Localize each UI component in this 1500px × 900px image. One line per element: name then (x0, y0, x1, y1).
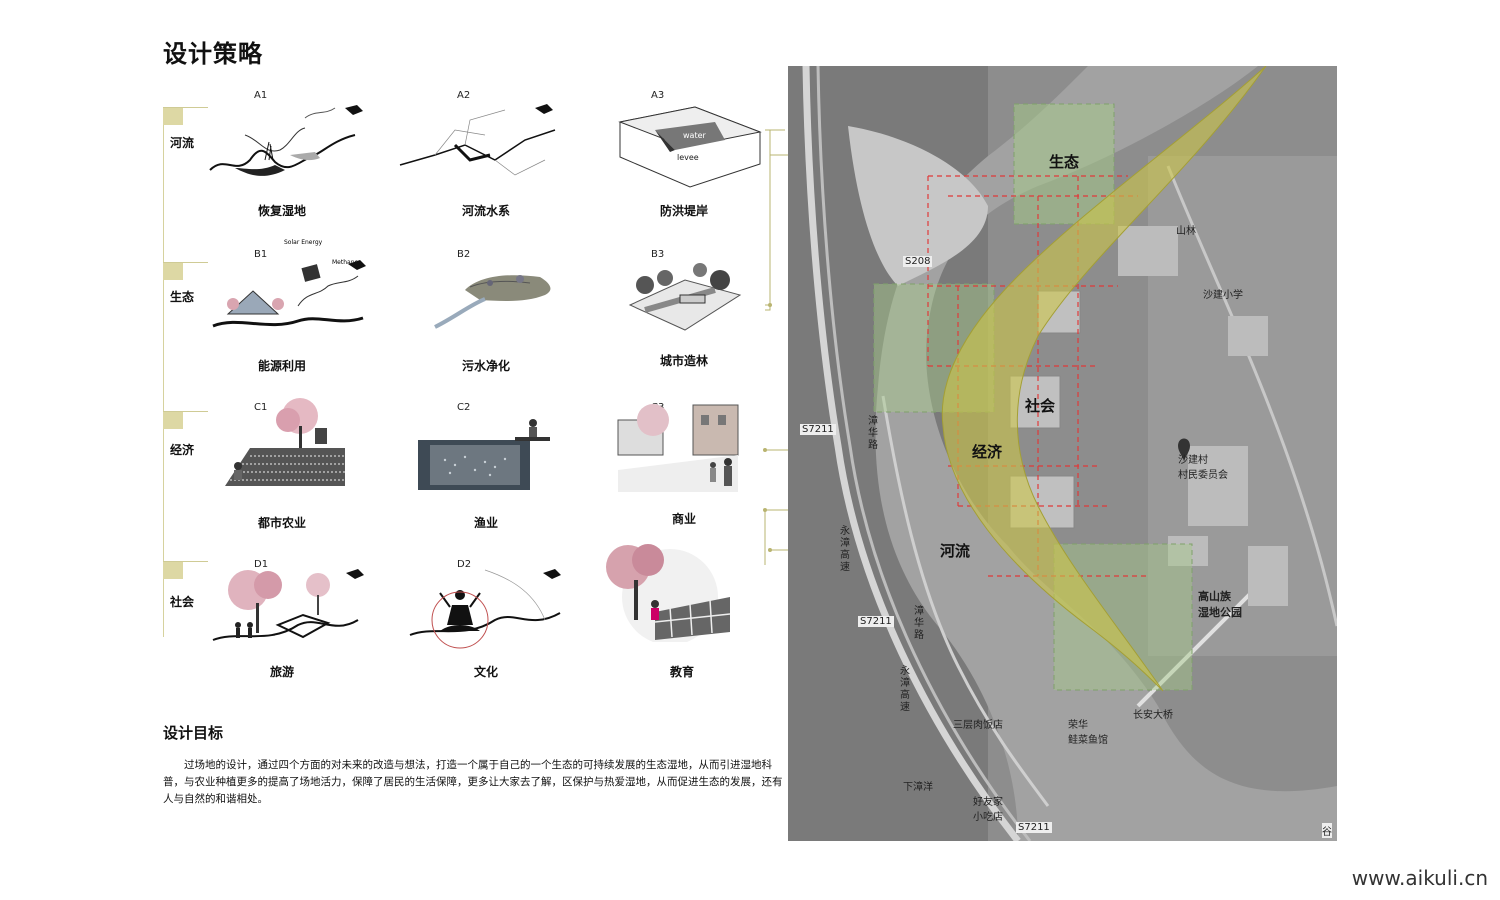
row-guide-line (163, 107, 164, 637)
cell-code: C1 (254, 402, 268, 413)
row-tab-economy (163, 411, 183, 429)
row-tab-ecology (163, 262, 183, 280)
commerce-illustration (617, 404, 739, 492)
water-tag: water (683, 131, 707, 140)
cell-name: 文化 (473, 665, 498, 679)
cell-name: 恢复湿地 (257, 204, 306, 218)
map-label-route: S7211 (858, 616, 894, 627)
row-label-ecology: 生态 (170, 290, 195, 304)
urban-forest-illustration (628, 263, 742, 331)
zone-label-economy: 经济 (972, 443, 1003, 461)
zone-label-river: 河流 (940, 542, 971, 560)
map-label-route: S7211 (800, 424, 836, 435)
cell-code: D1 (254, 559, 269, 570)
wetland-restoration-illustration (209, 105, 363, 176)
education-illustration (606, 544, 731, 642)
cell-name: 旅游 (269, 665, 294, 679)
cell-code: B2 (457, 249, 471, 260)
cell-name: 商业 (671, 512, 696, 526)
urban-agriculture-illustration (225, 398, 345, 486)
map-label-corner: 谷 (1322, 823, 1332, 838)
row-divider (163, 107, 208, 108)
cell-name: 河流水系 (461, 204, 510, 218)
map-label-town: 下漳洋 (903, 782, 933, 793)
map-label-school: 沙建小学 (1203, 290, 1243, 301)
goal-title: 设计目标 (163, 724, 224, 742)
cell-name: 能源利用 (257, 359, 306, 373)
solar-tag: Solar Energy (284, 239, 323, 246)
energy-use-illustration: Solar Energy Methane (212, 239, 366, 328)
fishery-illustration (418, 419, 550, 490)
watermark: www.aikuli.cn (1351, 866, 1488, 890)
cell-code: B1 (254, 249, 268, 260)
map-label-bridge: 长安大桥 (1133, 710, 1173, 721)
methane-tag: Methane (332, 259, 359, 266)
cell-name: 都市农业 (257, 516, 306, 530)
culture-illustration (409, 569, 561, 649)
cell-name: 教育 (669, 665, 694, 679)
map-label-forest: 山林 (1176, 226, 1196, 237)
cell-code: C2 (457, 402, 471, 413)
row-tab-river (163, 107, 183, 125)
cell-code: A1 (254, 90, 268, 101)
map-label-restaurant: 荣华 鲑菜鱼馆 (1068, 720, 1108, 746)
site-map[interactable]: 生态 社会 经济 河流 高山族 湿地公园 沙建村 村民委员会 长安大桥 漳华路 … (788, 66, 1337, 841)
map-label-road: 永漳高速 (900, 666, 910, 713)
river-system-illustration (399, 104, 556, 176)
zone-label-ecology: 生态 (1049, 153, 1080, 171)
goal-text: 过场地的设计，通过四个方面的对未来的改造与想法，打造一个属于自己的一个生态的可持… (163, 759, 783, 805)
row-label-economy: 经济 (170, 443, 195, 457)
cell-name: 城市造林 (659, 354, 708, 368)
flood-levee-illustration: water levee (618, 106, 762, 188)
map-label-hotel: 三层肉饭店 (953, 720, 1003, 731)
map-label-village: 沙建村 村民委员会 (1178, 455, 1228, 481)
map-base (788, 66, 1337, 841)
map-label-road: 漳华路 (914, 606, 924, 641)
map-label-park: 高山族 湿地公园 (1198, 590, 1242, 619)
cell-code: A2 (457, 90, 471, 101)
cell-code: B3 (651, 249, 665, 260)
tourism-illustration (212, 569, 364, 641)
row-label-river: 河流 (170, 136, 195, 150)
levee-tag: levee (677, 153, 699, 162)
map-label-snack: 好友家 小吃店 (973, 797, 1003, 823)
row-divider (163, 262, 208, 263)
map-label-road: 漳华路 (868, 416, 878, 451)
map-label-route: S208 (903, 256, 933, 267)
cell-name: 防洪堤岸 (659, 204, 708, 218)
zone-label-society: 社会 (1025, 397, 1056, 415)
row-divider (163, 411, 208, 412)
cell-name: 污水净化 (461, 359, 510, 373)
row-divider (163, 561, 208, 562)
row-label-society: 社会 (170, 595, 195, 609)
map-label-route: S7211 (1016, 822, 1052, 833)
map-label-road: 永漳高速 (840, 526, 850, 573)
sewage-purification-illustration (434, 275, 551, 329)
row-tab-society (163, 561, 183, 579)
page-title: 设计策略 (163, 40, 263, 68)
cell-code: A3 (651, 90, 665, 101)
cell-name: 渔业 (473, 516, 498, 530)
cell-code: D2 (457, 559, 472, 570)
